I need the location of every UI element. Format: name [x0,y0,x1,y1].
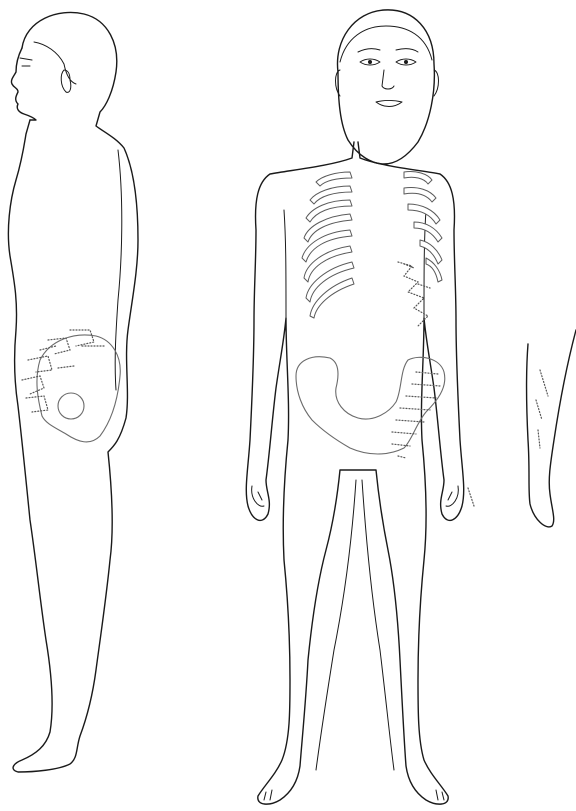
side-view-arm [115,150,122,390]
front-view-right-hand [446,486,458,506]
side-view-head [8,12,138,772]
front-view-right-pupil [404,60,408,64]
front-view-left-inner-arm [284,210,286,318]
side-view-pelvis-bone [37,335,120,442]
front-view-left-ribcage [302,172,354,318]
front-view-hairline [340,26,432,62]
front-view-body-outline [246,142,463,804]
side-view-figure [8,12,138,772]
front-view-figure [246,10,474,804]
front-view-right-foot [436,790,444,800]
front-view-left-pupil [368,60,372,64]
front-view-inner-leg-right [362,480,394,770]
front-view-left-hand [252,486,264,506]
partial-arm-outline [527,330,576,527]
partial-arm-stipple [536,370,548,448]
front-view-spine-stipple [398,262,430,326]
front-view-left-brow [358,49,380,52]
side-view-brow [20,58,32,60]
front-view-right-brow [396,49,418,52]
partial-arm-figure [527,330,576,527]
front-view-inner-leg-left [316,480,356,770]
front-view-head [337,10,434,164]
front-view-pelvis-stipple [392,372,474,506]
front-view-nose [382,70,394,89]
side-view-stipple [22,330,104,412]
side-view-hip-socket [58,393,84,419]
front-view-mouth [376,101,402,107]
front-view-left-foot [264,790,272,800]
side-view-ear [61,70,71,92]
